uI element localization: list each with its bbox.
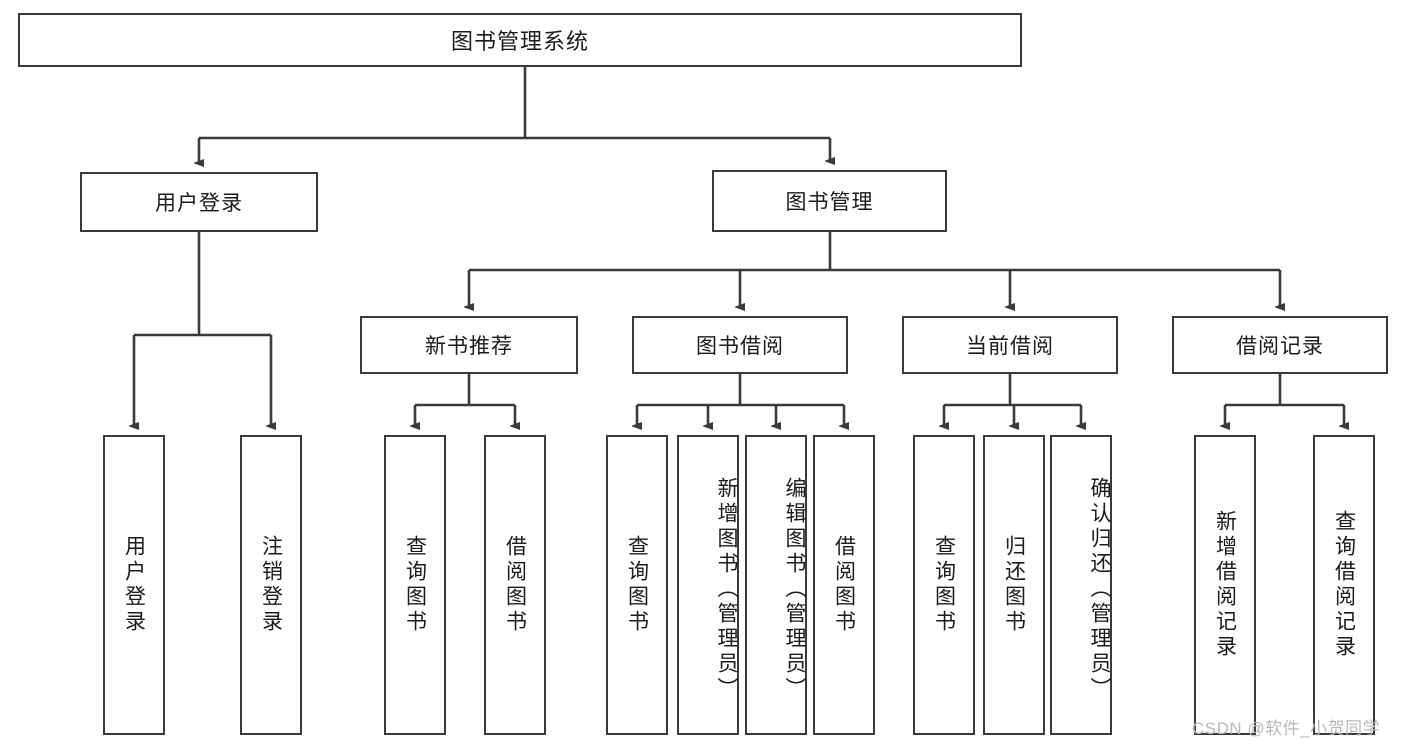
node-leaf-2[interactable]: 查询图书 <box>384 435 446 735</box>
node-leaf-10[interactable]: 确认归还（管理员） <box>1050 435 1112 735</box>
node-leaf-3[interactable]: 借阅图书 <box>484 435 546 735</box>
node-leaf-1-label: 注销登录 <box>259 535 283 635</box>
node-leaf-9[interactable]: 归还图书 <box>983 435 1045 735</box>
node-leaf-6-label: 编辑图书（管理员） <box>783 476 806 702</box>
node-leaf-11[interactable]: 新增借阅记录 <box>1194 435 1256 735</box>
node-level3-0[interactable]: 新书推荐 <box>360 316 578 374</box>
node-leaf-2-label: 查询图书 <box>403 535 427 635</box>
node-leaf-9-label: 归还图书 <box>1002 535 1026 635</box>
node-leaf-1[interactable]: 注销登录 <box>240 435 302 735</box>
node-level3-1[interactable]: 图书借阅 <box>632 316 848 374</box>
node-leaf-8-label: 查询图书 <box>932 535 956 635</box>
node-level3-0-label: 新书推荐 <box>425 335 513 358</box>
node-root[interactable]: 图书管理系统 <box>18 13 1022 67</box>
node-leaf-4-label: 查询图书 <box>625 535 649 635</box>
node-level3-2[interactable]: 当前借阅 <box>902 316 1118 374</box>
node-level2-1-label: 图书管理 <box>785 191 874 214</box>
node-level3-1-label: 图书借阅 <box>696 335 784 358</box>
node-leaf-12[interactable]: 查询借阅记录 <box>1313 435 1375 735</box>
node-leaf-11-label: 新增借阅记录 <box>1213 510 1237 660</box>
node-leaf-0-label: 用户登录 <box>122 535 146 635</box>
node-leaf-5-label: 新增图书（管理员） <box>715 476 738 702</box>
node-root-label: 图书管理系统 <box>450 29 589 54</box>
node-leaf-6[interactable]: 编辑图书（管理员） <box>745 435 807 735</box>
node-level2-1[interactable]: 图书管理 <box>712 170 947 232</box>
node-level3-2-label: 当前借阅 <box>966 335 1054 358</box>
node-leaf-0[interactable]: 用户登录 <box>103 435 165 735</box>
node-level2-0-label: 用户登录 <box>155 192 243 215</box>
node-leaf-7[interactable]: 借阅图书 <box>813 435 875 735</box>
node-leaf-5[interactable]: 新增图书（管理员） <box>677 435 739 735</box>
watermark: CSDN @软件_小贺同学 <box>1192 719 1381 738</box>
node-level3-3-label: 借阅记录 <box>1236 335 1324 358</box>
node-leaf-8[interactable]: 查询图书 <box>913 435 975 735</box>
node-level2-0[interactable]: 用户登录 <box>80 172 318 232</box>
node-leaf-4[interactable]: 查询图书 <box>606 435 668 735</box>
node-level3-3[interactable]: 借阅记录 <box>1172 316 1388 374</box>
node-leaf-3-label: 借阅图书 <box>503 535 527 635</box>
node-leaf-12-label: 查询借阅记录 <box>1332 510 1356 660</box>
node-leaf-10-label: 确认归还（管理员） <box>1088 476 1111 702</box>
node-leaf-7-label: 借阅图书 <box>832 535 856 635</box>
